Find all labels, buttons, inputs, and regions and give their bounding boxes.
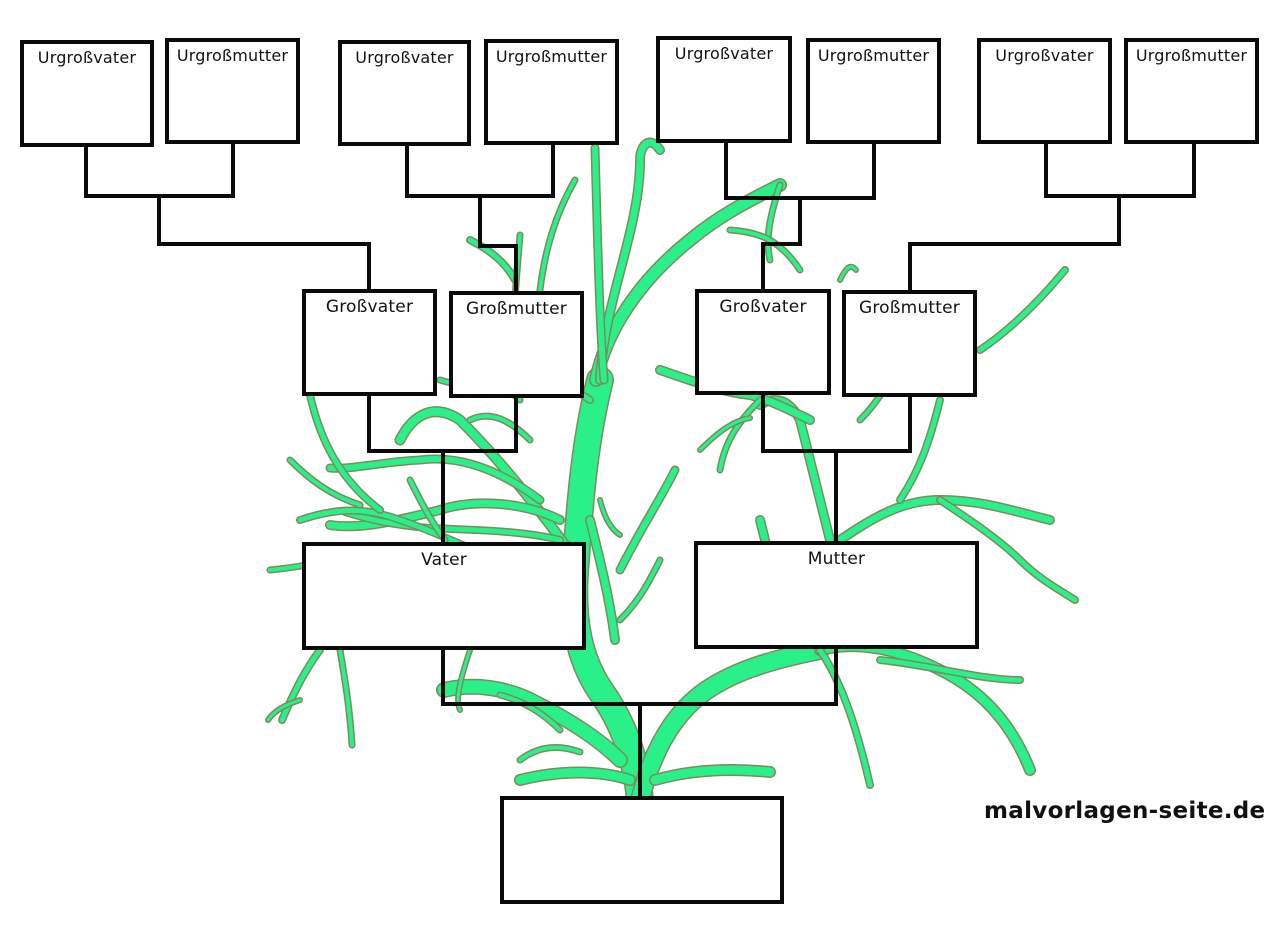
branch (437, 680, 627, 767)
branch (518, 745, 582, 762)
box-label: Mutter (807, 549, 866, 569)
branch (718, 398, 762, 472)
grandmother-box-maternal[interactable]: Großmutter (842, 290, 977, 397)
child-box[interactable] (500, 796, 784, 904)
great-grandfather-box-4[interactable]: Urgroßvater (977, 38, 1112, 144)
box-label: Urgroßvater (37, 48, 137, 67)
great-grandmother-box-3[interactable]: Urgroßmutter (806, 38, 941, 144)
great-grandfather-box-3[interactable]: Urgroßvater (656, 36, 792, 143)
branch (297, 508, 473, 551)
great-grandfather-box-1[interactable]: Urgroßvater (20, 40, 154, 147)
connector-line (84, 144, 235, 198)
branch (977, 267, 1068, 353)
branch (338, 648, 354, 747)
branch (897, 397, 943, 503)
connector-line (478, 196, 518, 291)
branch (728, 228, 802, 272)
box-label: Großvater (325, 297, 414, 317)
branch-outline (716, 396, 764, 474)
great-grandmother-box-1[interactable]: Urgroßmutter (165, 38, 300, 144)
branch (618, 558, 662, 622)
branch (631, 641, 829, 809)
connector-line (405, 145, 555, 198)
branch (307, 392, 383, 513)
branch (538, 178, 577, 292)
branch (396, 407, 580, 564)
connector-line (724, 143, 876, 200)
connector-line (367, 396, 518, 453)
branch (937, 497, 1078, 603)
box-label: Vater (421, 550, 467, 570)
box-label: Urgroßvater (995, 46, 1094, 65)
branch (515, 768, 635, 785)
connector-line (1044, 144, 1196, 198)
branch (498, 693, 562, 732)
box-label: Urgroßmutter (176, 46, 289, 65)
box-label: Urgroßmutter (1135, 46, 1248, 65)
connector-lines (84, 143, 1196, 796)
box-label: Großmutter (465, 299, 567, 319)
branch (467, 237, 518, 283)
branch (279, 647, 323, 723)
connector-line (157, 196, 371, 289)
watermark: malvorlagen-seite.de (984, 798, 1266, 824)
grandfather-box-paternal[interactable]: Großvater (302, 289, 437, 396)
branch-outline (816, 646, 874, 789)
branch (586, 516, 619, 644)
box-label (504, 800, 780, 804)
branch (596, 139, 664, 384)
connector-line (908, 196, 1121, 290)
branch (456, 648, 472, 712)
box-label: Großvater (719, 297, 807, 317)
branch (877, 657, 1023, 683)
great-grandmother-box-4[interactable]: Urgroßmutter (1124, 38, 1259, 144)
connector-line (761, 198, 802, 289)
grandfather-box-maternal[interactable]: Großvater (695, 289, 831, 395)
branch (288, 458, 362, 507)
box-label: Urgroßvater (355, 48, 454, 67)
grandmother-box-paternal[interactable]: Großmutter (449, 291, 584, 398)
branch (698, 416, 752, 452)
branch (266, 698, 302, 722)
box-label: Urgroßmutter (495, 47, 608, 66)
branch (592, 145, 607, 383)
tree-branches (265, 137, 1079, 814)
box-label: Großmutter (858, 298, 960, 318)
mother-box[interactable]: Mutter (694, 541, 979, 649)
branch (817, 647, 873, 788)
box-label: Urgroßvater (674, 44, 774, 63)
branch (766, 183, 782, 262)
father-box[interactable]: Vater (302, 542, 586, 650)
branch (326, 499, 564, 530)
branch (408, 478, 447, 542)
branch (327, 456, 543, 503)
branch (650, 765, 775, 785)
box-label: Urgroßmutter (817, 46, 930, 65)
great-grandfather-box-2[interactable]: Urgroßvater (338, 40, 471, 146)
branch (468, 414, 532, 442)
branch (598, 498, 622, 537)
great-grandmother-box-2[interactable]: Urgroßmutter (484, 39, 619, 145)
branch (838, 265, 858, 282)
branch (617, 467, 678, 573)
branch-outline (597, 497, 623, 538)
branch-outline (755, 395, 835, 545)
